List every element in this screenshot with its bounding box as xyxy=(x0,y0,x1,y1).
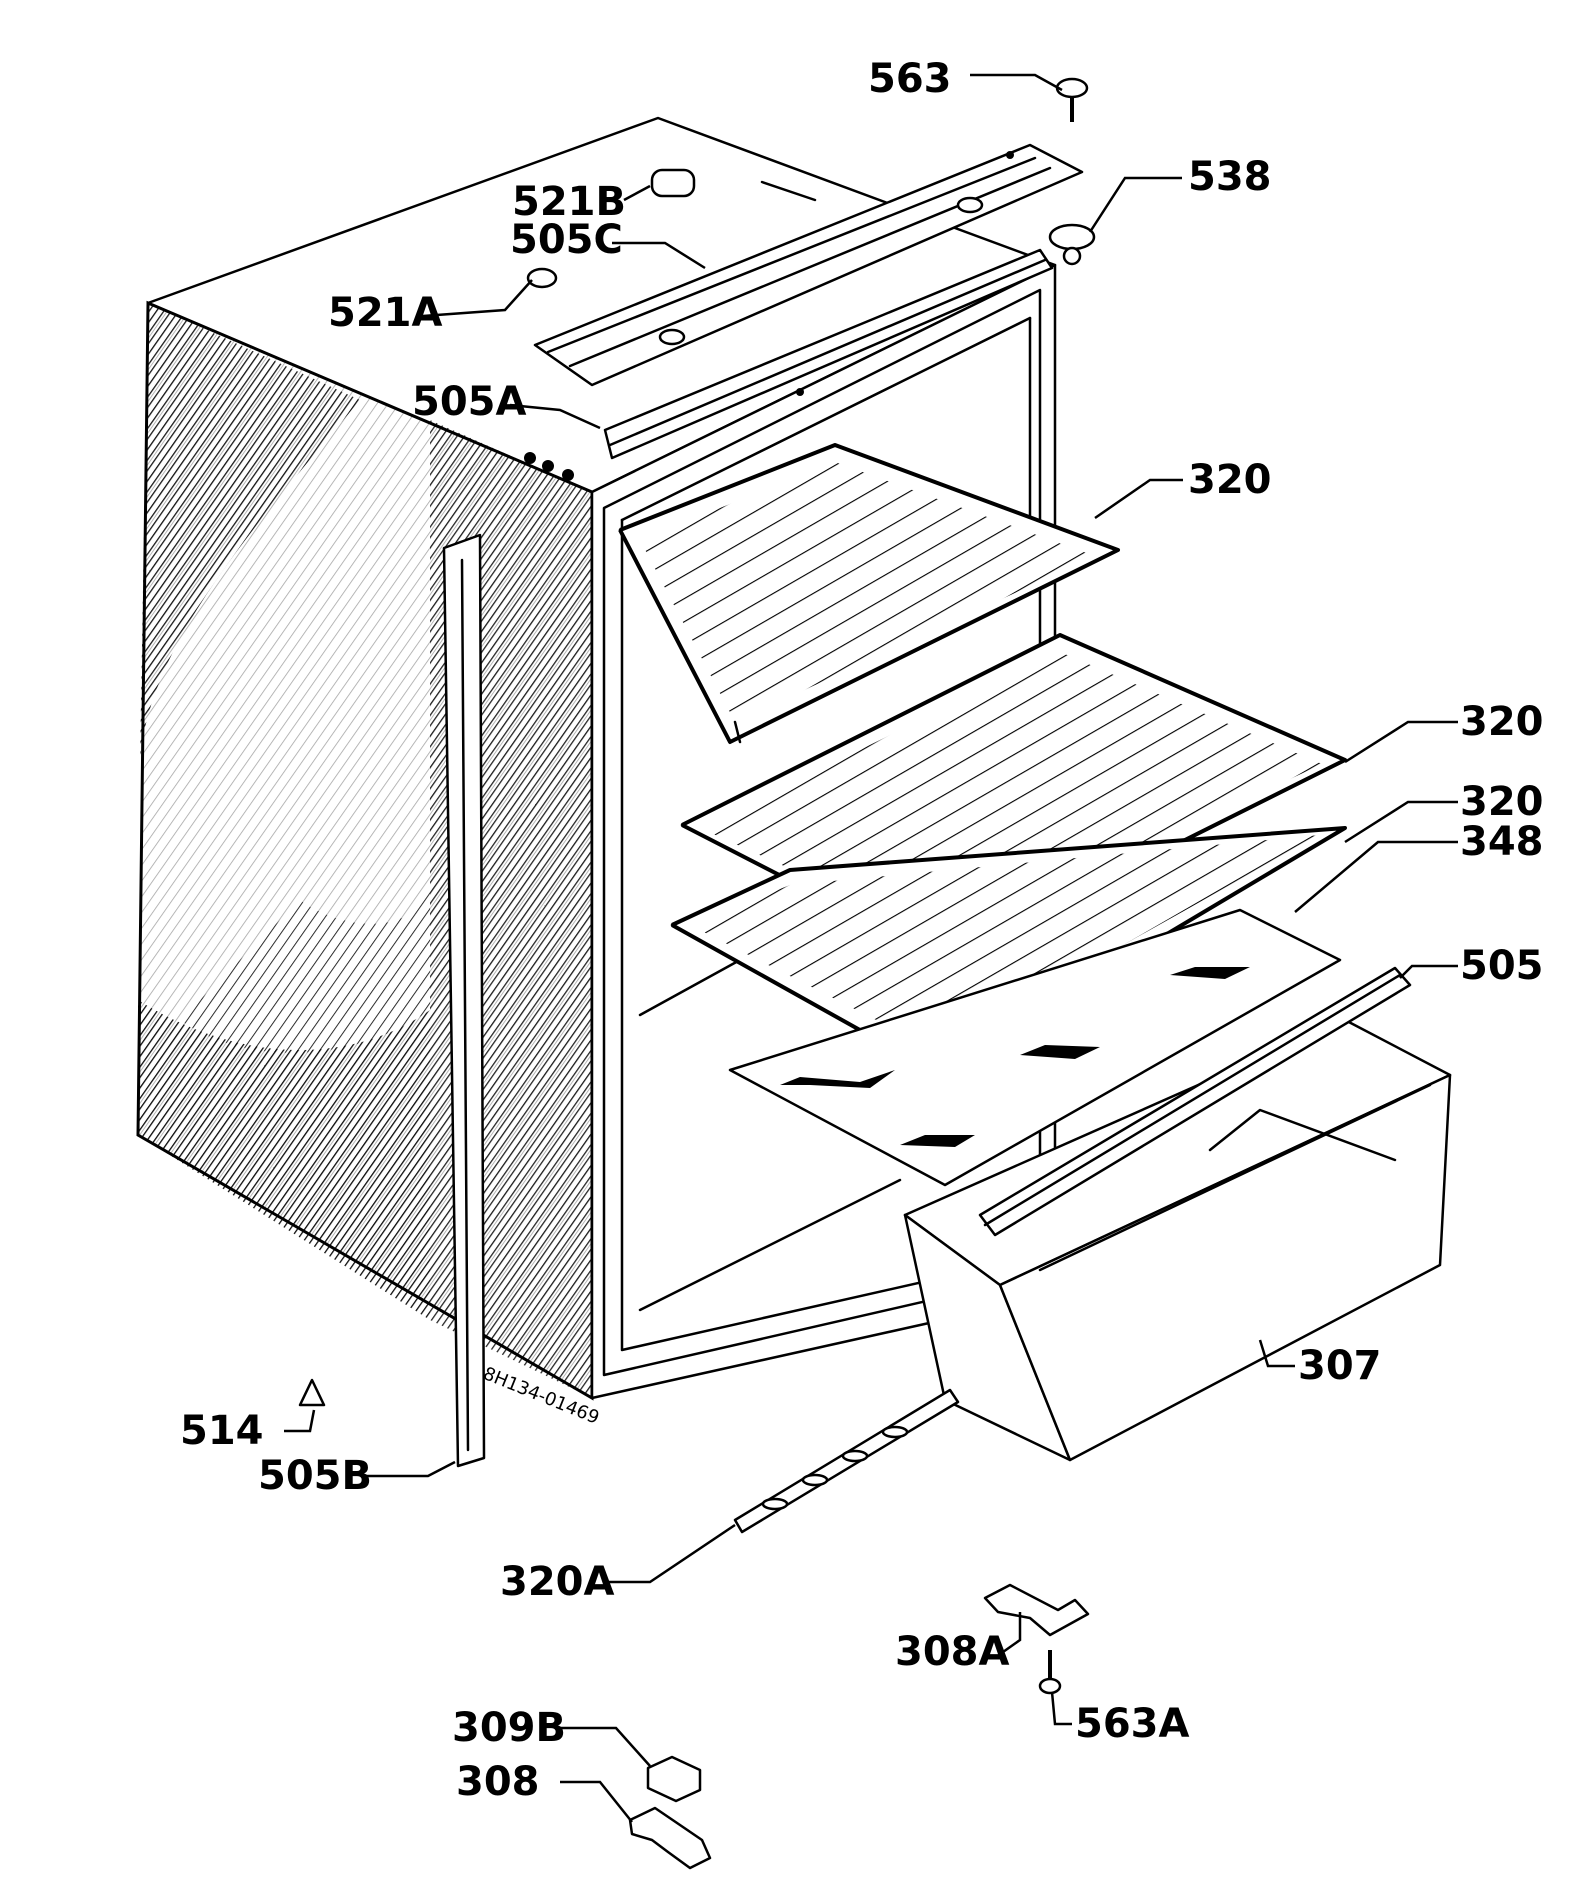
hinge-308 xyxy=(628,1806,712,1870)
label-348: 348 xyxy=(1460,819,1544,865)
door-seal-strip-505b xyxy=(442,533,486,1468)
cover-309b xyxy=(646,1755,702,1803)
label-307: 307 xyxy=(1298,1343,1382,1389)
crisper-drawer-307 xyxy=(903,1018,1452,1462)
label-563a: 563A xyxy=(1075,1701,1189,1747)
label-320-mid: 320 xyxy=(1460,699,1544,745)
hinge-pin-538 xyxy=(1048,223,1096,266)
screw-563 xyxy=(1055,77,1089,122)
label-538: 538 xyxy=(1188,154,1272,200)
front-rail-505a xyxy=(603,248,1054,460)
glass-plate-348 xyxy=(728,908,1342,1187)
label-320-low: 320 xyxy=(1460,779,1544,825)
label-563: 563 xyxy=(868,56,952,102)
label-505a: 505A xyxy=(412,379,526,425)
foot-514 xyxy=(298,1378,326,1407)
shelf-320-lower xyxy=(670,826,1347,1074)
cap-521b xyxy=(650,168,696,198)
label-505b: 505B xyxy=(258,1453,372,1499)
label-521a: 521A xyxy=(328,290,442,336)
hinge-308a xyxy=(983,1583,1090,1637)
label-521b: 521B xyxy=(512,179,626,225)
cap-521a xyxy=(526,267,558,289)
top-rail-505c xyxy=(533,143,1084,396)
label-505c: 505C xyxy=(510,217,623,263)
label-309b: 309B xyxy=(452,1705,566,1751)
label-308: 308 xyxy=(456,1759,540,1805)
drawer-handle-505 xyxy=(978,966,1412,1237)
label-514: 514 xyxy=(180,1408,264,1454)
shelf-320-top xyxy=(618,443,1120,744)
label-308a: 308A xyxy=(895,1629,1009,1675)
screw-563a xyxy=(1038,1650,1062,1695)
label-320-top: 320 xyxy=(1188,457,1272,503)
label-320a: 320A xyxy=(500,1559,614,1605)
leader-lines xyxy=(284,73,1458,1823)
shelf-runner-320a xyxy=(733,1388,960,1534)
label-505: 505 xyxy=(1460,943,1544,989)
